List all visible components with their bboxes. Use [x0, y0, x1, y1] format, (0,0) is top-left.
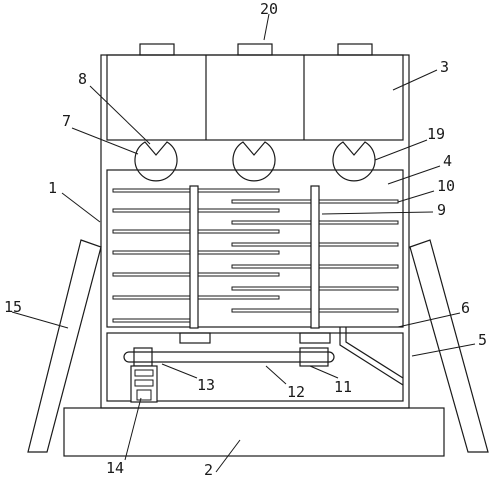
base-plate	[63, 407, 445, 457]
rotary-valve-3	[332, 141, 376, 182]
coupling-left	[179, 332, 211, 344]
label-12: 12	[287, 383, 306, 401]
motor-detail-1	[134, 369, 154, 377]
vertical-shaft-right	[310, 185, 320, 329]
discharge-chute-inner	[345, 327, 404, 379]
label-8: 8	[78, 70, 88, 88]
coupling-right	[299, 332, 331, 344]
label-15: 15	[4, 298, 23, 316]
discharge-chute	[339, 327, 404, 386]
rotary-valve-1	[134, 141, 178, 182]
drive-belt	[123, 351, 335, 363]
screen-chamber	[106, 169, 404, 328]
top-cap-2	[237, 43, 273, 56]
label-1: 1	[48, 179, 58, 197]
label-9: 9	[437, 201, 447, 219]
label-13: 13	[197, 376, 216, 394]
top-cap-1	[139, 43, 175, 56]
label-10: 10	[437, 177, 456, 195]
leader-lines	[11, 13, 476, 473]
label-4: 4	[443, 152, 453, 170]
label-2: 2	[204, 461, 214, 479]
hopper-box	[106, 54, 404, 141]
motor-detail-3	[136, 389, 152, 401]
vertical-shaft-left	[189, 185, 199, 329]
right-leg	[409, 239, 489, 453]
rotary-valve-2	[232, 141, 276, 182]
top-cap-3	[337, 43, 373, 56]
label-19: 19	[427, 125, 446, 143]
label-3: 3	[440, 58, 450, 76]
pulley-right	[299, 347, 329, 367]
label-11: 11	[334, 378, 353, 396]
label-20: 20	[260, 0, 279, 18]
label-7: 7	[62, 112, 72, 130]
left-leg	[27, 239, 102, 453]
label-5: 5	[478, 331, 488, 349]
lower-compartment	[106, 332, 404, 402]
label-6: 6	[461, 299, 471, 317]
label-14: 14	[106, 459, 125, 477]
motor-detail-2	[134, 379, 154, 387]
